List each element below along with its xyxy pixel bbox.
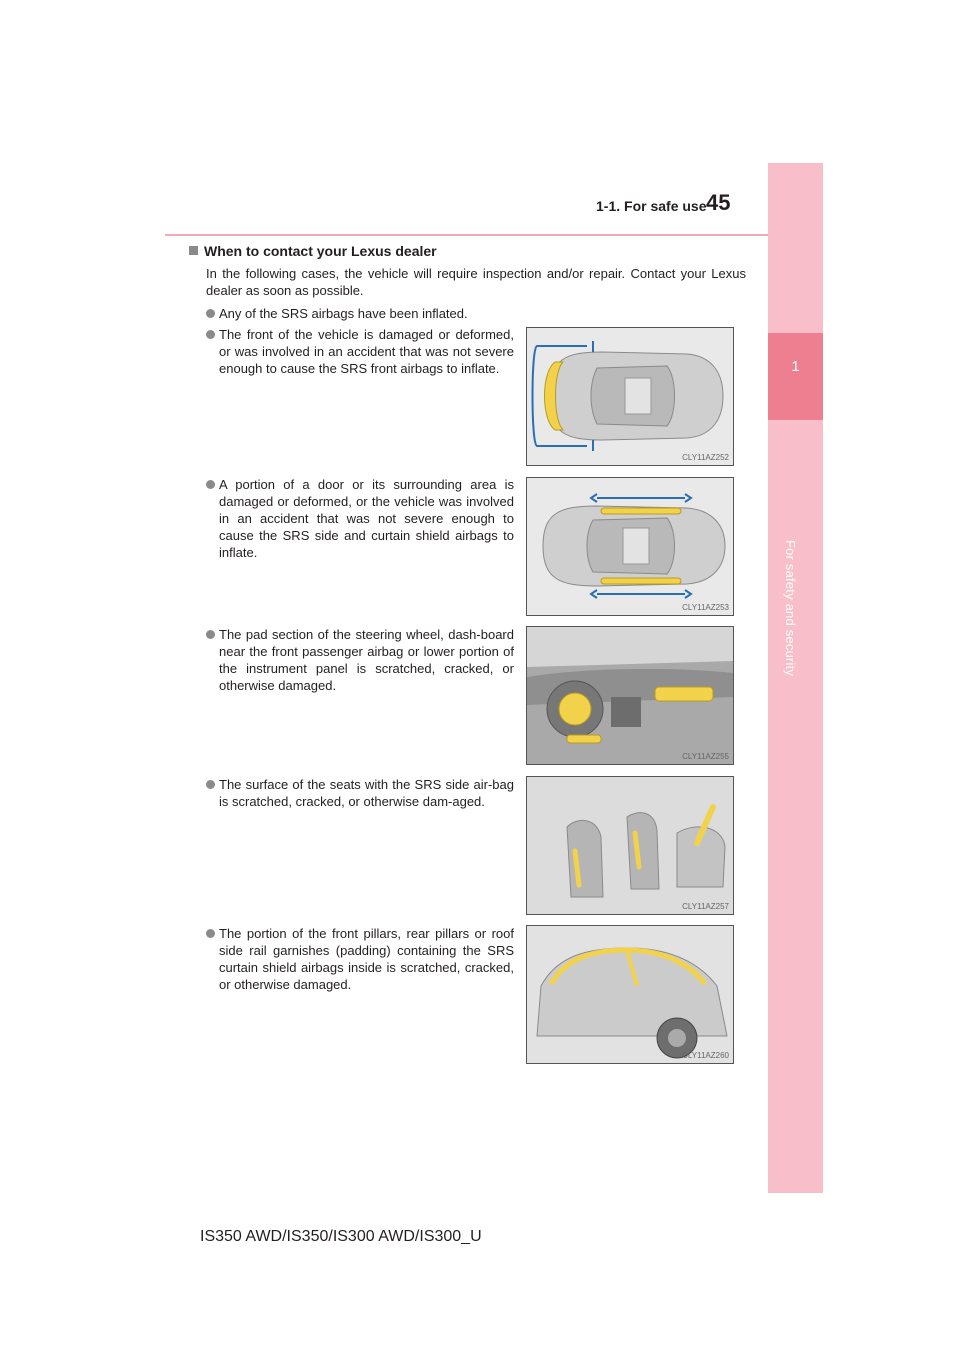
figure-seats: CLY11AZ257	[526, 776, 734, 915]
car-pillars-illustration	[527, 926, 733, 1063]
bullet-item: A portion of a door or its surrounding a…	[206, 476, 514, 561]
side-tab-number: 1	[791, 358, 800, 375]
footer-model-code: IS350 AWD/IS350/IS300 AWD/IS300_U	[200, 1228, 482, 1245]
bullet-text: The pad section of the steering wheel, d…	[219, 627, 514, 693]
intro-paragraph: In the following cases, the vehicle will…	[206, 266, 746, 298]
seats-illustration	[527, 777, 733, 914]
bullet-icon	[206, 929, 215, 938]
bullet-item: The front of the vehicle is damaged or d…	[206, 326, 514, 377]
car-top-view-front-illustration	[531, 341, 724, 451]
car-top-view-side-illustration	[542, 493, 726, 599]
bullet-item: Any of the SRS airbags have been inflate…	[206, 305, 746, 322]
figure-dashboard: CLY11AZ255	[526, 626, 734, 765]
section-heading: When to contact your Lexus dealer	[189, 243, 437, 259]
bullet-item: The surface of the seats with the SRS si…	[206, 776, 514, 810]
bullet-icon	[206, 630, 215, 639]
square-bullet-icon	[189, 246, 198, 255]
figure-code: CLY11AZ255	[682, 752, 729, 761]
bullet-text: A portion of a door or its surrounding a…	[219, 477, 514, 560]
bullet-text: The portion of the front pillars, rear p…	[219, 926, 514, 992]
header-section-title: 1-1. For safe use	[596, 198, 707, 214]
header-divider	[165, 234, 822, 236]
side-tab-number-block	[768, 333, 823, 420]
page-number: 45	[706, 190, 731, 215]
side-tab-title: For safety and security	[783, 540, 798, 677]
figure-code: CLY11AZ252	[682, 453, 729, 462]
bullet-text: Any of the SRS airbags have been inflate…	[219, 306, 468, 321]
bullet-item: The pad section of the steering wheel, d…	[206, 626, 514, 694]
bullet-icon	[206, 780, 215, 789]
figure-code: CLY11AZ257	[682, 902, 729, 911]
bullet-icon	[206, 480, 215, 489]
dashboard-illustration	[527, 627, 733, 764]
figure-pillars: CLY11AZ260	[526, 925, 734, 1064]
bullet-icon	[206, 330, 215, 339]
bullet-text: The surface of the seats with the SRS si…	[219, 777, 514, 809]
section-heading-text: When to contact your Lexus dealer	[204, 243, 437, 259]
figure-code: CLY11AZ253	[682, 603, 729, 612]
figure-front-damage: CLY11AZ252	[526, 327, 734, 466]
bullet-item: The portion of the front pillars, rear p…	[206, 925, 514, 993]
figure-code: CLY11AZ260	[682, 1051, 729, 1060]
bullet-text: The front of the vehicle is damaged or d…	[219, 327, 514, 376]
bullet-icon	[206, 309, 215, 318]
figure-side-damage: CLY11AZ253	[526, 477, 734, 616]
